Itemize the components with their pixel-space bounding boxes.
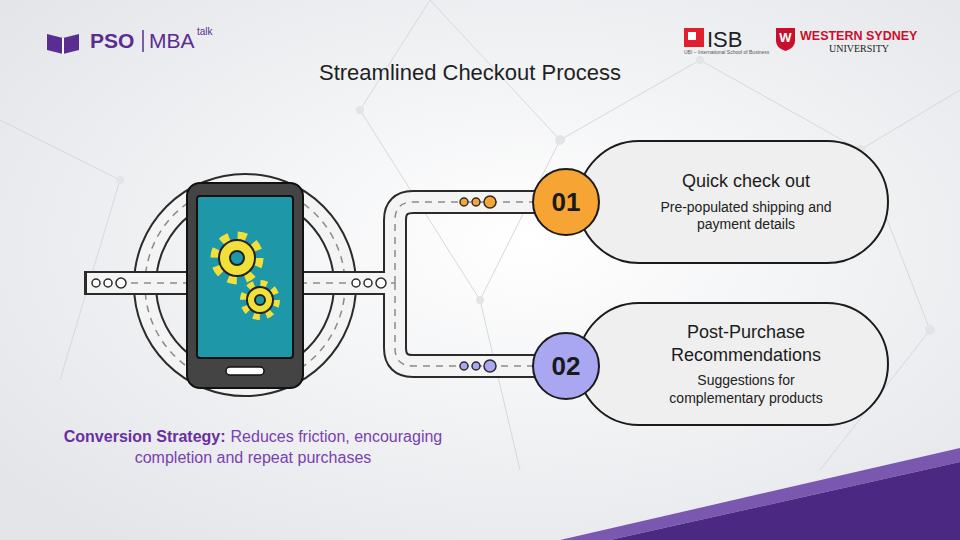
isb-square-inner bbox=[688, 32, 696, 40]
road-dashes bbox=[92, 202, 535, 366]
logo-text: UNIVERSITY bbox=[829, 43, 889, 54]
road-dot bbox=[484, 196, 496, 208]
book-spine bbox=[62, 38, 64, 54]
network-line bbox=[0, 120, 120, 180]
road-dot bbox=[460, 362, 468, 370]
pill-body: Suggestions for complementary products bbox=[651, 372, 841, 407]
gear bbox=[244, 284, 276, 316]
road-surface bbox=[85, 202, 540, 366]
isb-logo-icon bbox=[684, 28, 704, 47]
logo-text: WESTERN SYDNEY bbox=[800, 29, 917, 43]
road-dot bbox=[460, 198, 468, 206]
logo-text: MBA bbox=[149, 29, 195, 53]
gear-hole bbox=[230, 251, 244, 265]
phone-screen bbox=[197, 196, 293, 358]
road-dot bbox=[364, 279, 372, 287]
network-line bbox=[480, 300, 520, 470]
network-lines bbox=[0, 0, 960, 470]
pill-heading: Quick check out bbox=[682, 170, 810, 193]
road-dot bbox=[376, 278, 386, 288]
road-dot bbox=[352, 279, 360, 287]
network-dot bbox=[476, 296, 484, 304]
pill-heading: Post-Purchase Recommendations bbox=[641, 321, 851, 366]
process-pill: Post-Purchase RecommendationsSuggestions… bbox=[577, 302, 889, 426]
gear-teeth bbox=[215, 236, 259, 280]
gear-body bbox=[247, 287, 273, 313]
phone-body bbox=[187, 183, 303, 388]
gear-body bbox=[219, 240, 255, 276]
shield-letter: W bbox=[776, 30, 795, 45]
step-number: 01 bbox=[532, 168, 600, 236]
road-dot bbox=[92, 279, 100, 287]
slide-title: Streamlined Checkout Process bbox=[230, 60, 710, 86]
road-dot bbox=[484, 360, 496, 372]
road-dot bbox=[472, 362, 480, 370]
conversion-note: Conversion Strategy:Reduces friction, en… bbox=[28, 427, 478, 469]
road-dot bbox=[104, 279, 112, 287]
pill-body: Pre-populated shipping and payment detai… bbox=[651, 199, 841, 234]
network-line bbox=[700, 60, 860, 150]
network-dot bbox=[925, 325, 935, 335]
isb-square bbox=[684, 28, 704, 47]
road-dots bbox=[92, 196, 496, 372]
road-dot bbox=[472, 198, 480, 206]
pso-logo-icon bbox=[47, 34, 79, 54]
step-number-text: 01 bbox=[552, 186, 581, 219]
step-number: 02 bbox=[532, 332, 600, 400]
logo-superscript: talk bbox=[197, 26, 213, 37]
gear-teeth bbox=[244, 284, 276, 316]
road-dot bbox=[116, 278, 126, 288]
road bbox=[84, 185, 540, 385]
network-line bbox=[860, 90, 960, 150]
university-shield bbox=[776, 28, 795, 51]
road-edge bbox=[85, 202, 540, 366]
note-heading: Conversion Strategy: bbox=[64, 428, 226, 445]
network-line bbox=[360, 0, 430, 110]
network-dot bbox=[116, 176, 124, 184]
logo-tagline: UBI – International School of Business bbox=[684, 49, 769, 55]
network-dot bbox=[696, 56, 704, 64]
phone-illustration bbox=[187, 183, 303, 388]
gear-hole bbox=[255, 295, 265, 305]
step-number-text: 02 bbox=[552, 350, 581, 383]
accent-band bbox=[560, 448, 960, 540]
gear bbox=[215, 236, 259, 280]
phone-button bbox=[226, 367, 264, 375]
logo-separator bbox=[142, 30, 144, 52]
network-dot bbox=[356, 106, 364, 114]
logo-text: PSO bbox=[90, 29, 134, 53]
road-end bbox=[84, 271, 87, 295]
accent-band bbox=[610, 462, 960, 540]
network-dot bbox=[555, 135, 565, 145]
book-icon bbox=[47, 34, 79, 54]
process-pill: Quick check outPre-populated shipping an… bbox=[577, 140, 889, 264]
